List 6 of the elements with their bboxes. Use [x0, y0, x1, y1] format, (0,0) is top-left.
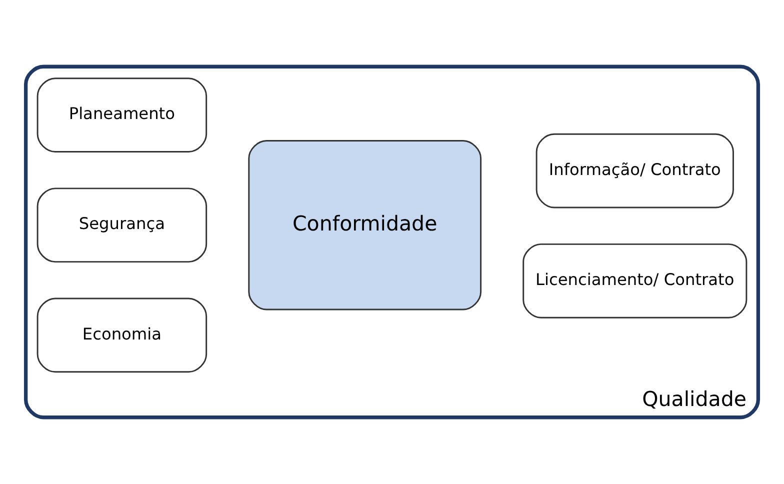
- node-box: Informação/ Contrato: [536, 133, 734, 208]
- node-box: Economia: [36, 298, 208, 373]
- node-box: Segurança: [36, 188, 208, 263]
- node-box: Planeamento: [36, 78, 208, 152]
- node-box: Licenciamento/ Contrato: [522, 243, 748, 318]
- node-box: Conformidade: [248, 140, 482, 310]
